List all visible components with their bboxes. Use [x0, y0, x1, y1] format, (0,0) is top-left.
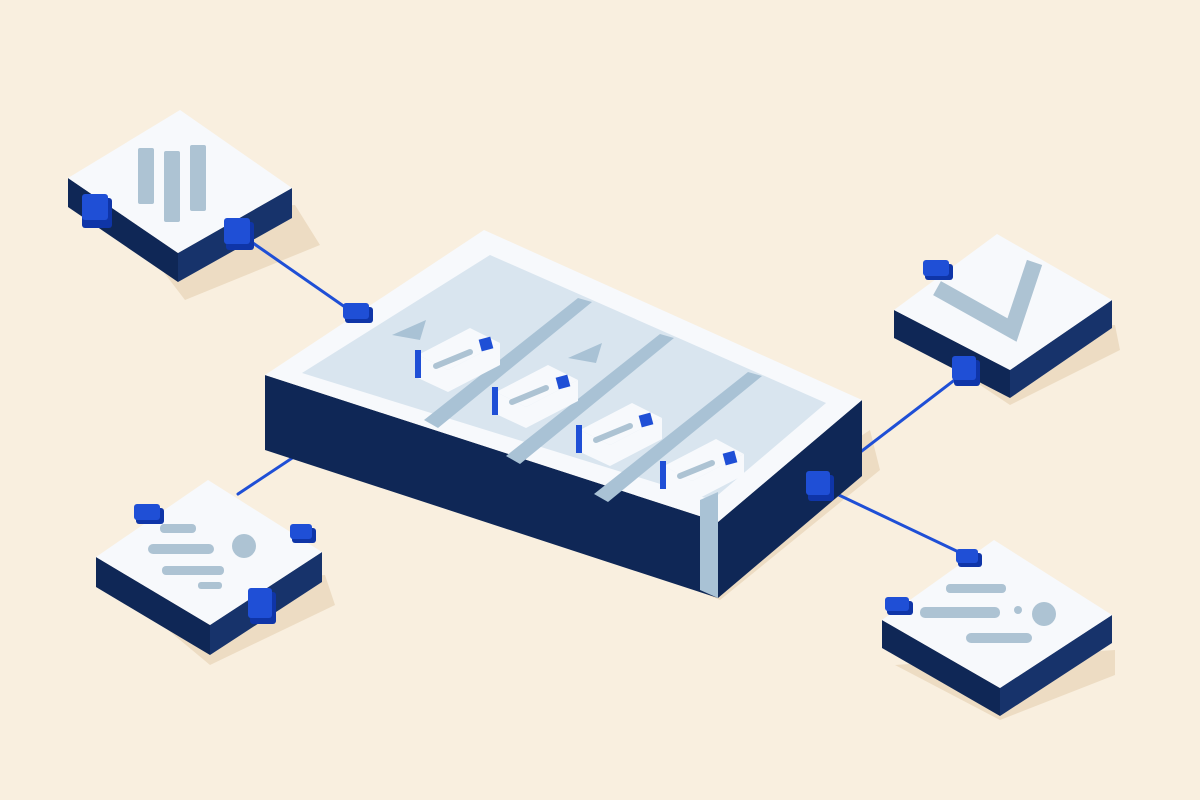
connector-port-icon: [806, 471, 834, 501]
triangle-marker-icon: [392, 320, 426, 340]
connector-columns-to-tray: [238, 232, 357, 316]
connector-port-icon: [82, 194, 112, 228]
tray-card: [492, 365, 578, 428]
connector-port-icon: [224, 218, 254, 250]
tray-card: [660, 439, 744, 502]
column-bar: [138, 148, 154, 204]
tray-divider: [506, 334, 674, 464]
checkmark-module: [894, 234, 1112, 398]
tile-right-face: [1010, 300, 1112, 398]
tray-divider: [424, 298, 592, 428]
connector-port-icon: [343, 303, 373, 323]
connector-port-icon: [956, 549, 982, 567]
connector-port-icon: [952, 356, 980, 386]
text-lines-icon: [148, 524, 256, 589]
tray-card: [415, 328, 500, 392]
connector-port-icon: [923, 260, 953, 280]
connector-tray-to-right-text: [820, 485, 967, 557]
triangle-marker-icon: [568, 343, 602, 363]
tile-right-face: [1000, 615, 1112, 716]
columns-icon: [138, 145, 206, 222]
text-lines-module-left: [96, 480, 322, 655]
tray-front-face: [265, 375, 718, 598]
tray-divider: [594, 372, 762, 502]
card-chip-icon: [555, 374, 571, 390]
connector-port-icon: [248, 588, 276, 624]
tile-left-face: [882, 620, 1000, 716]
card-chip-icon: [722, 450, 738, 466]
tray-right-face: [718, 400, 862, 598]
tile-top-face: [894, 234, 1112, 370]
tile-left-face: [894, 310, 1010, 398]
central-tray: [265, 230, 862, 598]
text-lines-icon: [920, 584, 1056, 643]
columns-module: [68, 110, 292, 282]
connector-port-icon: [290, 524, 316, 543]
text-lines-module-right: [882, 540, 1112, 716]
tile-left-face: [96, 557, 210, 655]
connector-port-icon: [134, 504, 164, 524]
checkmark-icon: [933, 259, 1043, 342]
column-bar: [190, 145, 206, 211]
column-bar: [164, 151, 180, 222]
connector-port-icon: [885, 597, 913, 615]
tray-open-end: [700, 492, 718, 598]
tray-card: [576, 403, 662, 466]
card-chip-icon: [478, 336, 494, 352]
card-chip-icon: [638, 412, 654, 428]
